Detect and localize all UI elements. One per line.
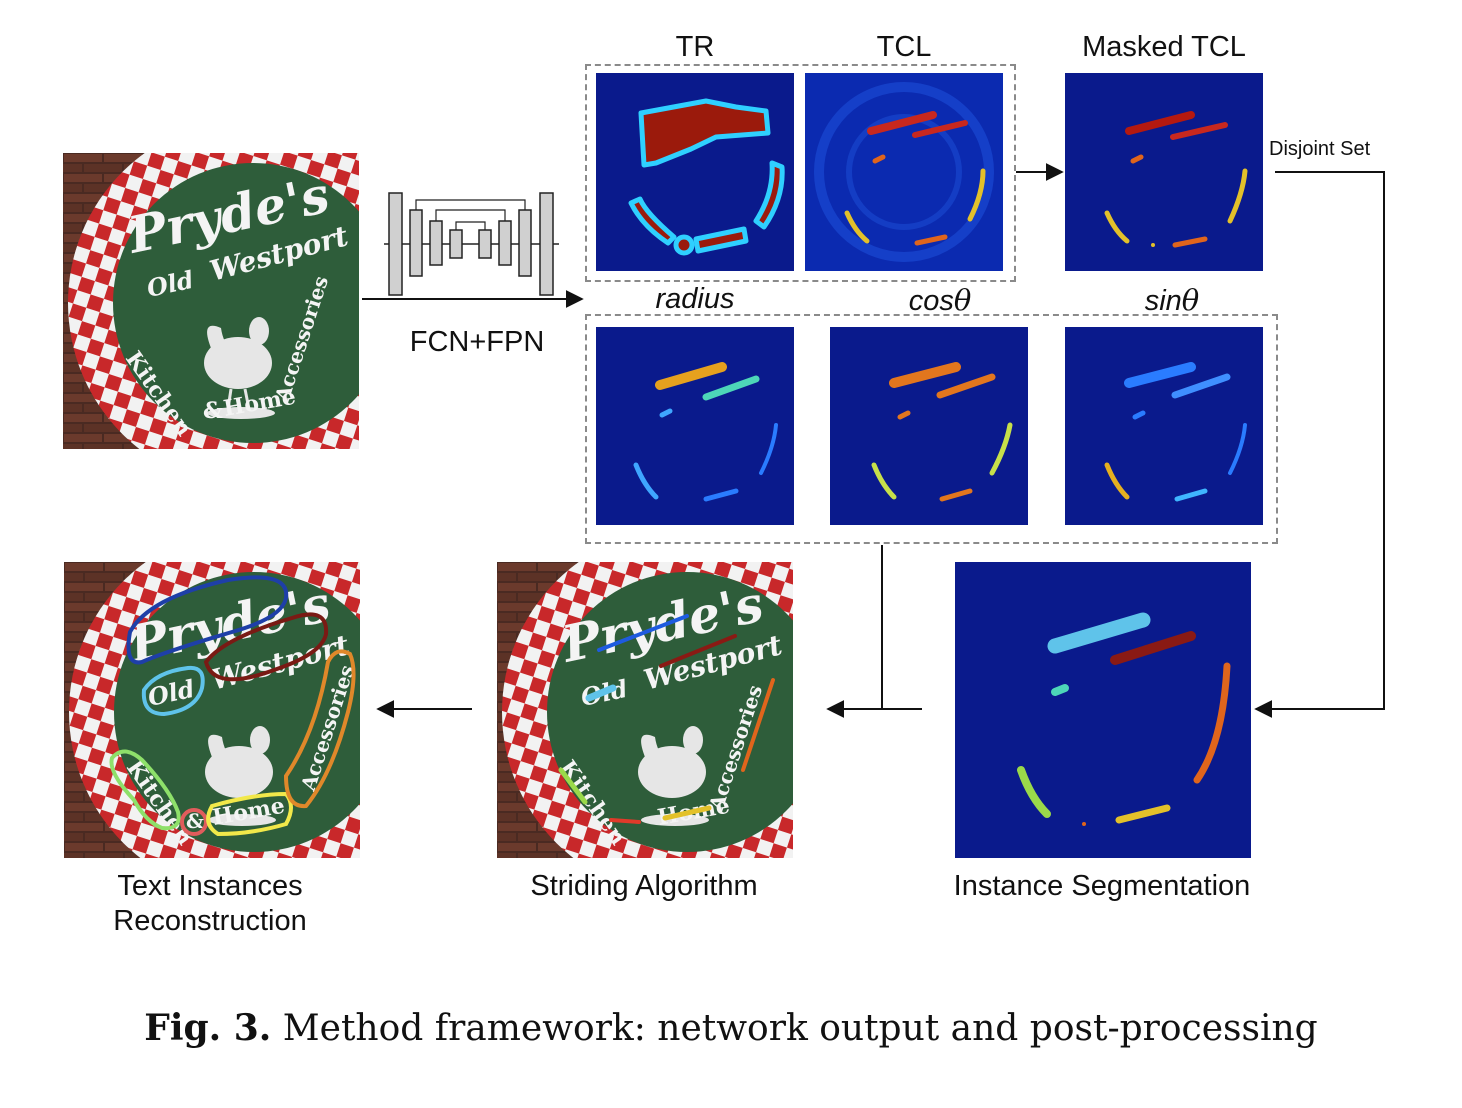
arrow-disjoint-set	[1254, 171, 1385, 718]
tr-heatmap	[596, 73, 794, 271]
rooster-icon	[204, 317, 275, 419]
caption-text: Method framework: network output and pos…	[282, 1008, 1318, 1049]
tcl-heatmap	[805, 73, 1003, 271]
sin-theta-heatmap	[1065, 327, 1263, 525]
caption-label: Fig. 3.	[144, 1007, 272, 1049]
fcn-fpn-label: FCN+FPN	[409, 326, 545, 358]
instance-segmentation-image	[955, 562, 1251, 858]
rooster-icon	[638, 726, 709, 826]
radius-label: radius	[655, 283, 735, 315]
tr-label: TR	[675, 31, 715, 63]
striding-algorithm-label: Striding Algorithm	[530, 870, 758, 902]
stride-arrows	[558, 614, 775, 824]
sign-text-amp: &	[186, 809, 204, 833]
tr-tcl-group	[585, 64, 1016, 282]
reconstruction-image: Pryde's Old Westport Kitchen & Home Acce…	[64, 527, 439, 897]
cos-theta-label: cosθ	[908, 283, 972, 317]
sign-photo: Pryde's Old Westport Kitchen & Home Acce…	[63, 118, 438, 488]
sign-text-amp: &	[203, 398, 223, 424]
masked-tcl-label: Masked TCL	[1082, 31, 1246, 63]
reconstruction-label-line2: Reconstruction	[113, 905, 307, 937]
fcn-fpn-network-icon	[384, 188, 559, 300]
cos-theta-heatmap	[830, 327, 1028, 525]
radius-heatmap	[596, 327, 794, 525]
rooster-icon	[205, 726, 276, 826]
tcl-label: TCL	[876, 31, 932, 63]
disjoint-set-label: Disjoint Set	[1269, 138, 1371, 160]
sin-theta-label: sinθ	[1144, 283, 1200, 317]
instance-segmentation-label: Instance Segmentation	[953, 870, 1251, 902]
input-image: Pryde's Old Westport Kitchen & Home Acce…	[63, 118, 438, 488]
reconstruction-label-line1: Text Instances	[117, 870, 303, 902]
striding-algorithm-image: Pryde's Old Westport Kitchen Home Access…	[497, 527, 872, 897]
reconstructed-boundaries	[109, 575, 356, 837]
figure-caption: Fig. 3. Method framework: network output…	[0, 1007, 1462, 1049]
masked-tcl-heatmap	[1065, 73, 1263, 271]
geometry-group	[585, 314, 1278, 544]
